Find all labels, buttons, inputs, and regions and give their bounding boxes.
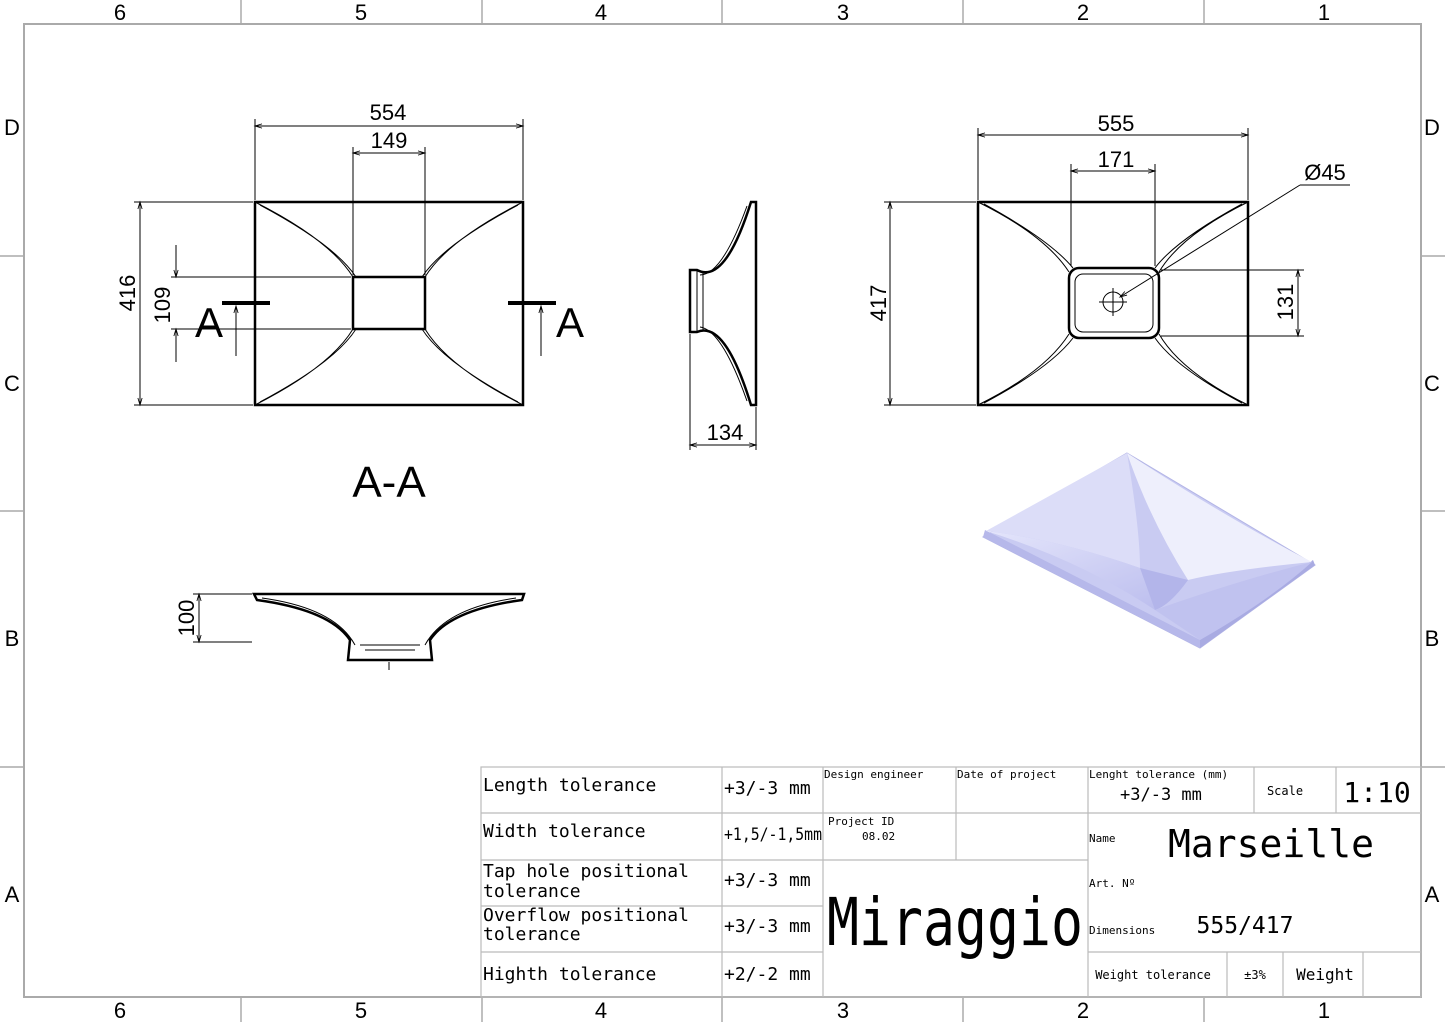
grid-column-label: 5	[355, 0, 367, 25]
tolerance-value: +3/-3 mm	[724, 778, 811, 799]
tolerance-label: Overflow positional	[483, 905, 689, 926]
side-view: 134	[688, 200, 758, 450]
dimensions-value: 555/417	[1197, 913, 1294, 939]
dimension-depth: 134	[707, 420, 744, 445]
grid-row-label: D	[4, 115, 20, 140]
basin-3d-render	[981, 452, 1316, 649]
dimension-width: 555	[1098, 111, 1135, 136]
grid-column-label: 2	[1077, 998, 1089, 1022]
grid-row-label: B	[1425, 626, 1440, 651]
scale-value: 1:10	[1343, 776, 1410, 809]
section-label: A-A	[352, 458, 426, 507]
length-tolerance-label: Lenght tolerance (mm)	[1089, 768, 1228, 781]
brand-logo: Miraggio	[827, 884, 1083, 961]
grid-column-label: 2	[1077, 0, 1089, 25]
grid-column-label: 1	[1318, 0, 1330, 25]
length-tolerance-value: +3/-3 mm	[1120, 785, 1202, 805]
weight-tolerance-value: ±3%	[1244, 968, 1266, 982]
name-label: Name	[1089, 832, 1116, 845]
grid-column-label: 5	[355, 998, 367, 1022]
art-number-label: Art. Nº	[1089, 877, 1135, 890]
tolerance-value: +2/-2 mm	[724, 964, 811, 985]
grid-row-label: B	[5, 626, 20, 651]
dimension-tap-hole: Ø45	[1304, 160, 1346, 185]
grid-row-label: A	[5, 882, 20, 907]
grid-column-label: 3	[837, 0, 849, 25]
weight-label: Weight	[1296, 965, 1354, 984]
grid-column-label: 4	[595, 0, 607, 25]
tolerance-label: Width tolerance	[483, 821, 646, 842]
front-view: 554 149 416 109 A A A-A	[115, 100, 584, 507]
grid-row-label: C	[1424, 371, 1440, 396]
section-marker-right: A	[556, 299, 584, 346]
dimension-section-height: 100	[174, 600, 199, 637]
project-id-value: 08.02	[862, 830, 895, 843]
dimension-drain-width: 149	[371, 128, 408, 153]
tolerance-label: tolerance	[483, 881, 581, 902]
top-view: Ø45 555 171 417 131	[866, 111, 1350, 407]
design-engineer-label: Design engineer	[824, 768, 924, 781]
grid-row-label: A	[1425, 882, 1440, 907]
grid-row-label: D	[1424, 115, 1440, 140]
section-marker-left: A	[195, 299, 223, 346]
tolerance-label: Highth tolerance	[483, 964, 656, 985]
tolerance-label: Length tolerance	[483, 775, 656, 796]
dimension-drain-height: 131	[1273, 284, 1298, 321]
dimensions-label: Dimensions	[1089, 924, 1155, 937]
tolerance-value: +3/-3 mm	[724, 916, 811, 937]
weight-tolerance-label: Weight tolerance	[1095, 968, 1211, 982]
grid-column-label: 6	[114, 0, 126, 25]
grid-column-label: 3	[837, 998, 849, 1022]
title-block: Length tolerance Width tolerance Tap hol…	[480, 766, 1422, 998]
dimension-width: 554	[370, 100, 407, 125]
section-view: 100	[174, 592, 526, 670]
grid-column-label: 4	[595, 998, 607, 1022]
project-id-label: Project ID	[828, 815, 894, 828]
grid-row-label: C	[4, 371, 20, 396]
tolerance-value: +1,5/-1,5mm	[724, 825, 822, 845]
grid-column-label: 1	[1318, 998, 1330, 1022]
tolerance-value: +3/-3 mm	[724, 870, 811, 891]
dimension-height: 417	[866, 285, 891, 322]
dimension-drain-width: 171	[1098, 147, 1135, 172]
date-of-project-label: Date of project	[957, 768, 1056, 781]
product-name: Marseille	[1168, 822, 1374, 866]
dimension-height: 416	[115, 275, 140, 312]
grid-column-label: 6	[114, 998, 126, 1022]
scale-label: Scale	[1267, 784, 1303, 798]
dimension-drain-height: 109	[150, 287, 175, 324]
tolerance-label: tolerance	[483, 924, 581, 945]
tolerance-label: Tap hole positional	[483, 861, 689, 882]
